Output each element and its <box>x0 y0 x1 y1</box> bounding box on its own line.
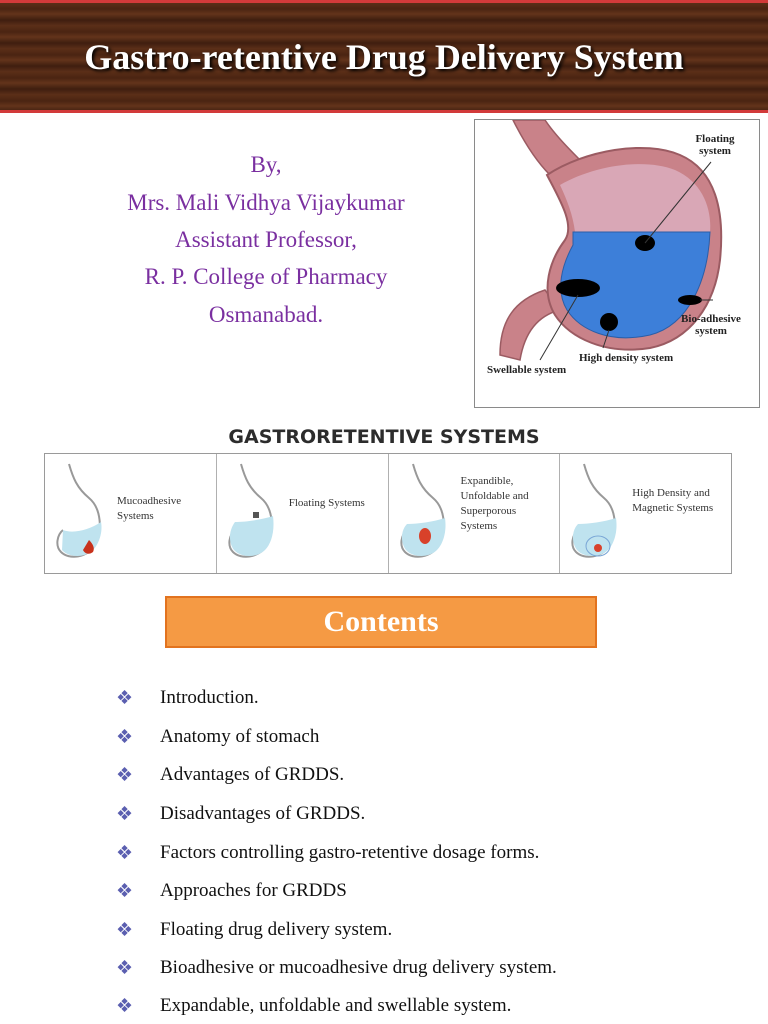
grs-label-high-density: High Density and Magnetic Systems <box>632 487 714 514</box>
author-position: Assistant Professor, <box>175 227 357 252</box>
grs-label-mucoadhesive: Mucoadhesive Systems <box>117 495 182 522</box>
diamond-bullet-icon: ❖ <box>116 688 134 709</box>
mucoadhesive-stomach-icon <box>56 463 102 558</box>
diamond-bullet-icon: ❖ <box>116 920 134 941</box>
grs-cell-high-density: High Density and Magnetic Systems <box>560 454 731 573</box>
list-item: ❖Bioadhesive or mucoadhesive drug delive… <box>116 957 557 979</box>
list-item: ❖Floating drug delivery system. <box>116 919 393 941</box>
stomach-illustration <box>499 120 723 361</box>
label-high-density-system: High density system <box>579 352 674 364</box>
label-swellable-system: Swellable system <box>487 364 567 376</box>
list-item: ❖Anatomy of stomach <box>116 726 320 748</box>
diamond-bullet-icon: ❖ <box>116 804 134 825</box>
diamond-bullet-icon: ❖ <box>116 843 134 864</box>
author-name: Mrs. Mali Vidhya Vijaykumar <box>127 190 405 215</box>
author-by: By, <box>250 152 282 177</box>
diamond-bullet-icon: ❖ <box>116 996 134 1017</box>
grs-heading: GASTRORETENTIVE SYSTEMS <box>228 426 540 448</box>
diamond-bullet-icon: ❖ <box>116 881 134 902</box>
diamond-bullet-icon: ❖ <box>116 765 134 786</box>
grs-label-expandible: Expandible, Unfoldable and Superporous S… <box>460 475 529 532</box>
list-item: ❖Approaches for GRDDS <box>116 880 347 902</box>
stomach-diagram: Floating system Bio-adhesive system High… <box>474 119 760 408</box>
grs-cell-expandible: Expandible, Unfoldable and Superporous S… <box>389 454 561 573</box>
list-item: ❖Expandable, unfoldable and swellable sy… <box>116 995 512 1017</box>
grs-cell-floating: Floating Systems <box>217 454 389 573</box>
page-title: Gastro-retentive Drug Delivery System <box>84 37 684 77</box>
diamond-bullet-icon: ❖ <box>116 727 134 748</box>
grs-label-floating: Floating Systems <box>288 497 365 509</box>
label-bioadhesive-system: Bio-adhesive system <box>681 313 741 337</box>
grs-cell-mucoadhesive: Mucoadhesive Systems <box>45 454 217 573</box>
grs-strip: Mucoadhesive Systems Floating Systems Ex… <box>44 453 732 574</box>
list-item: ❖Advantages of GRDDS. <box>116 764 345 786</box>
author-city: Osmanabad. <box>208 302 324 327</box>
list-item: ❖Introduction. <box>116 687 259 709</box>
floating-stomach-icon <box>228 463 274 558</box>
diamond-bullet-icon: ❖ <box>116 958 134 979</box>
title-banner: Gastro-retentive Drug Delivery System <box>0 0 768 113</box>
label-floating-system: Floating system <box>695 133 735 157</box>
list-item: ❖Factors controlling gastro-retentive do… <box>116 842 540 864</box>
author-institution: R. P. College of Pharmacy <box>144 264 388 289</box>
contents-heading: Contents <box>165 596 597 648</box>
expandible-stomach-icon <box>399 463 446 558</box>
list-item: ❖Disadvantages of GRDDS. <box>116 803 366 825</box>
high-density-stomach-icon <box>571 463 617 558</box>
